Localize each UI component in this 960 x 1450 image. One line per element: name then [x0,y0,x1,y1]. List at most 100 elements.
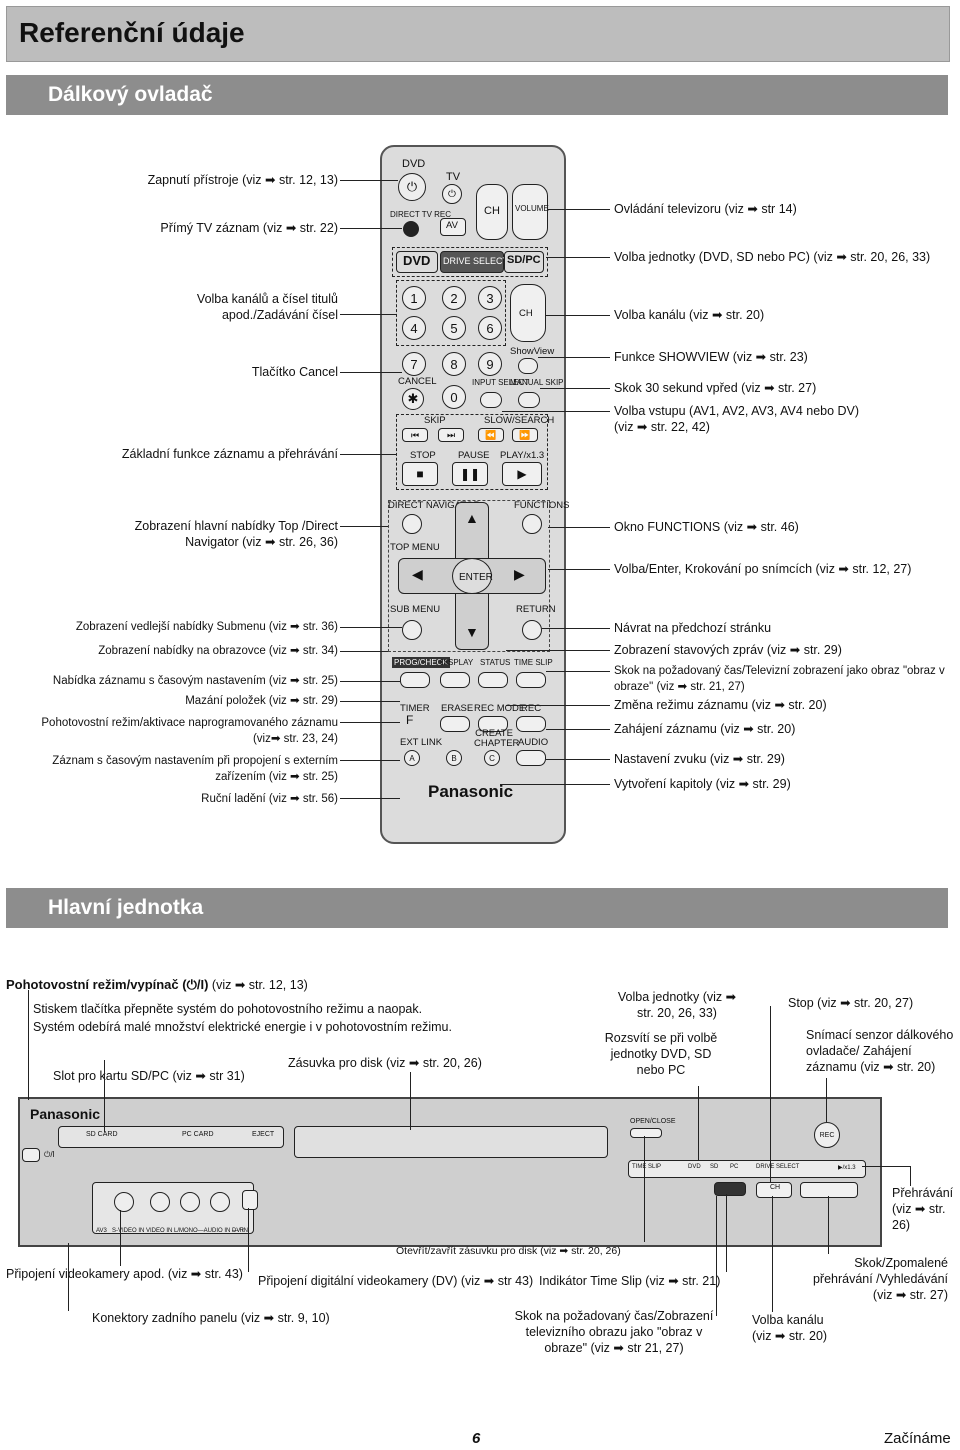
unit-power-button[interactable] [22,1148,40,1162]
key-label-cancel: CANCEL [398,376,437,387]
display-button[interactable] [440,672,470,688]
unit-pc-label: PC [730,1164,739,1170]
prog-check-button[interactable] [400,672,430,688]
a-button[interactable]: A [404,750,420,766]
leader-line [546,729,610,730]
search-forward-button[interactable]: ⏩ [512,428,538,442]
label-channel: Volba kanálu (viz ➡ str. 20) [614,308,765,322]
unit-ch-button[interactable] [756,1182,792,1198]
key-label-ch2: CH [519,308,533,319]
dv-jack[interactable] [242,1190,258,1210]
play-button[interactable]: ▶ [502,462,542,486]
num-3-button[interactable]: 3 [478,286,502,310]
key-label-slow-search: SLOW/SEARCH [484,415,555,426]
standby-ref: (viz ➡ str. 12, 13) [211,978,308,992]
label-functions: Okno FUNCTIONS (viz ➡ str. 46) [614,520,799,534]
status-button[interactable] [478,672,508,688]
label-skip-slow: Skok/Zpomalené přehrávání /Vyhledávání (… [812,1256,948,1302]
num-0-button[interactable]: 0 [442,385,466,409]
num-4-button[interactable]: 4 [402,316,426,340]
num-9-button[interactable]: 9 [478,352,502,376]
time-slip-button[interactable] [516,672,546,688]
label-dv: Připojení digitální videokamery (DV) (vi… [258,1274,534,1288]
tv-ch-rocker[interactable] [476,184,508,240]
c-button[interactable]: C [484,750,500,766]
direct-tv-rec-button[interactable] [403,221,419,237]
skip-forward-button[interactable]: ⏭ [438,428,464,442]
disc-tray[interactable] [294,1126,608,1158]
remote-brand-logo: Panasonic [428,782,514,801]
leader-line [340,627,402,628]
rec-button[interactable] [516,716,546,732]
drive-dvd-button[interactable] [396,251,438,273]
functions-button[interactable] [522,514,542,534]
power-button[interactable]: ⏻ [398,173,426,201]
nav-cross-group [388,500,550,652]
open-close-button[interactable] [630,1128,662,1138]
audio-l-jack[interactable] [180,1192,200,1212]
erase-button[interactable] [440,716,470,732]
av-button[interactable] [440,218,466,236]
leader-line [340,651,388,652]
manual-skip-button[interactable] [518,392,540,408]
s-video-jack[interactable] [114,1192,134,1212]
label-input-select: Volba vstupu (AV1, AV2, AV3, AV4 nebo DV… [614,404,860,434]
label-manual-tuning: Ruční ladění (viz ➡ str. 56) [201,793,338,805]
key-label-sub-menu: SUB MENU [390,604,441,615]
b-button[interactable]: B [446,750,462,766]
label-sd-slot: Slot pro kartu SD/PC (viz ➡ str 31) [53,1069,245,1083]
leader-line [104,1060,105,1132]
label-time-slip-indicator: Indikátor Time Slip (viz ➡ str. 21) [539,1274,721,1288]
skip-back-button[interactable]: ⏮ [402,428,428,442]
key-label-rec-mode: REC MODE [474,703,526,714]
leader-line [506,705,610,706]
search-back-button[interactable]: ⏪ [478,428,504,442]
drive-select-button[interactable] [440,251,504,273]
label-cancel: Tlačítko Cancel [251,365,338,379]
unit-rec-button[interactable]: REC [814,1122,840,1148]
audio-r-jack[interactable] [210,1192,230,1212]
leader-line [862,1166,910,1167]
key-label-direct-navigator: DIRECT NAVIGATOR [388,500,481,511]
key-label-tv: TV [446,171,461,183]
video-jack[interactable] [150,1192,170,1212]
rec-mode-button[interactable] [478,716,508,732]
leader-line [540,388,610,389]
unit-skip-button[interactable] [800,1182,858,1198]
label-disc-tray: Zásuvka pro disk (viz ➡ str. 20, 26) [288,1056,482,1070]
num-6-button[interactable]: 6 [478,316,502,340]
audio-button[interactable] [516,750,546,766]
volume-rocker[interactable] [512,184,548,240]
leader-line [548,569,610,570]
drive-sdpc-button[interactable] [504,251,544,273]
sub-menu-button[interactable] [402,620,422,640]
input-select-button[interactable] [480,392,502,408]
num-2-button[interactable]: 2 [442,286,466,310]
leader-line [340,760,400,761]
return-button[interactable] [522,620,542,640]
direct-navigator-button[interactable] [402,514,422,534]
key-label-ext-link: EXT LINK [400,737,443,748]
key-label-pause: PAUSE [458,450,490,461]
key-label-return: RETURN [516,604,556,615]
showview-button[interactable] [518,358,538,374]
tv-power-button[interactable]: ⏻ [442,184,462,204]
up-arrow-icon[interactable]: ▲ [465,510,479,526]
num-7-button[interactable]: 7 [402,352,426,376]
cancel-button[interactable]: ✱ [402,388,424,410]
num-1-button[interactable]: 1 [402,286,426,310]
pause-button[interactable]: ❚❚ [452,462,488,486]
leader-line [120,1210,121,1266]
stop-button[interactable]: ■ [402,462,438,486]
leader-line [828,1196,829,1254]
left-arrow-icon[interactable]: ◀ [412,566,423,582]
leader-line [340,526,388,527]
ch-rocker[interactable] [510,284,546,342]
num-5-button[interactable]: 5 [442,316,466,340]
unit-time-slip-button[interactable] [714,1182,746,1196]
enter-button[interactable] [452,558,492,594]
right-arrow-icon[interactable]: ▶ [514,566,525,582]
label-status: Zobrazení stavových zpráv (viz ➡ str. 29… [614,643,842,657]
down-arrow-icon[interactable]: ▼ [465,624,479,640]
num-8-button[interactable]: 8 [442,352,466,376]
